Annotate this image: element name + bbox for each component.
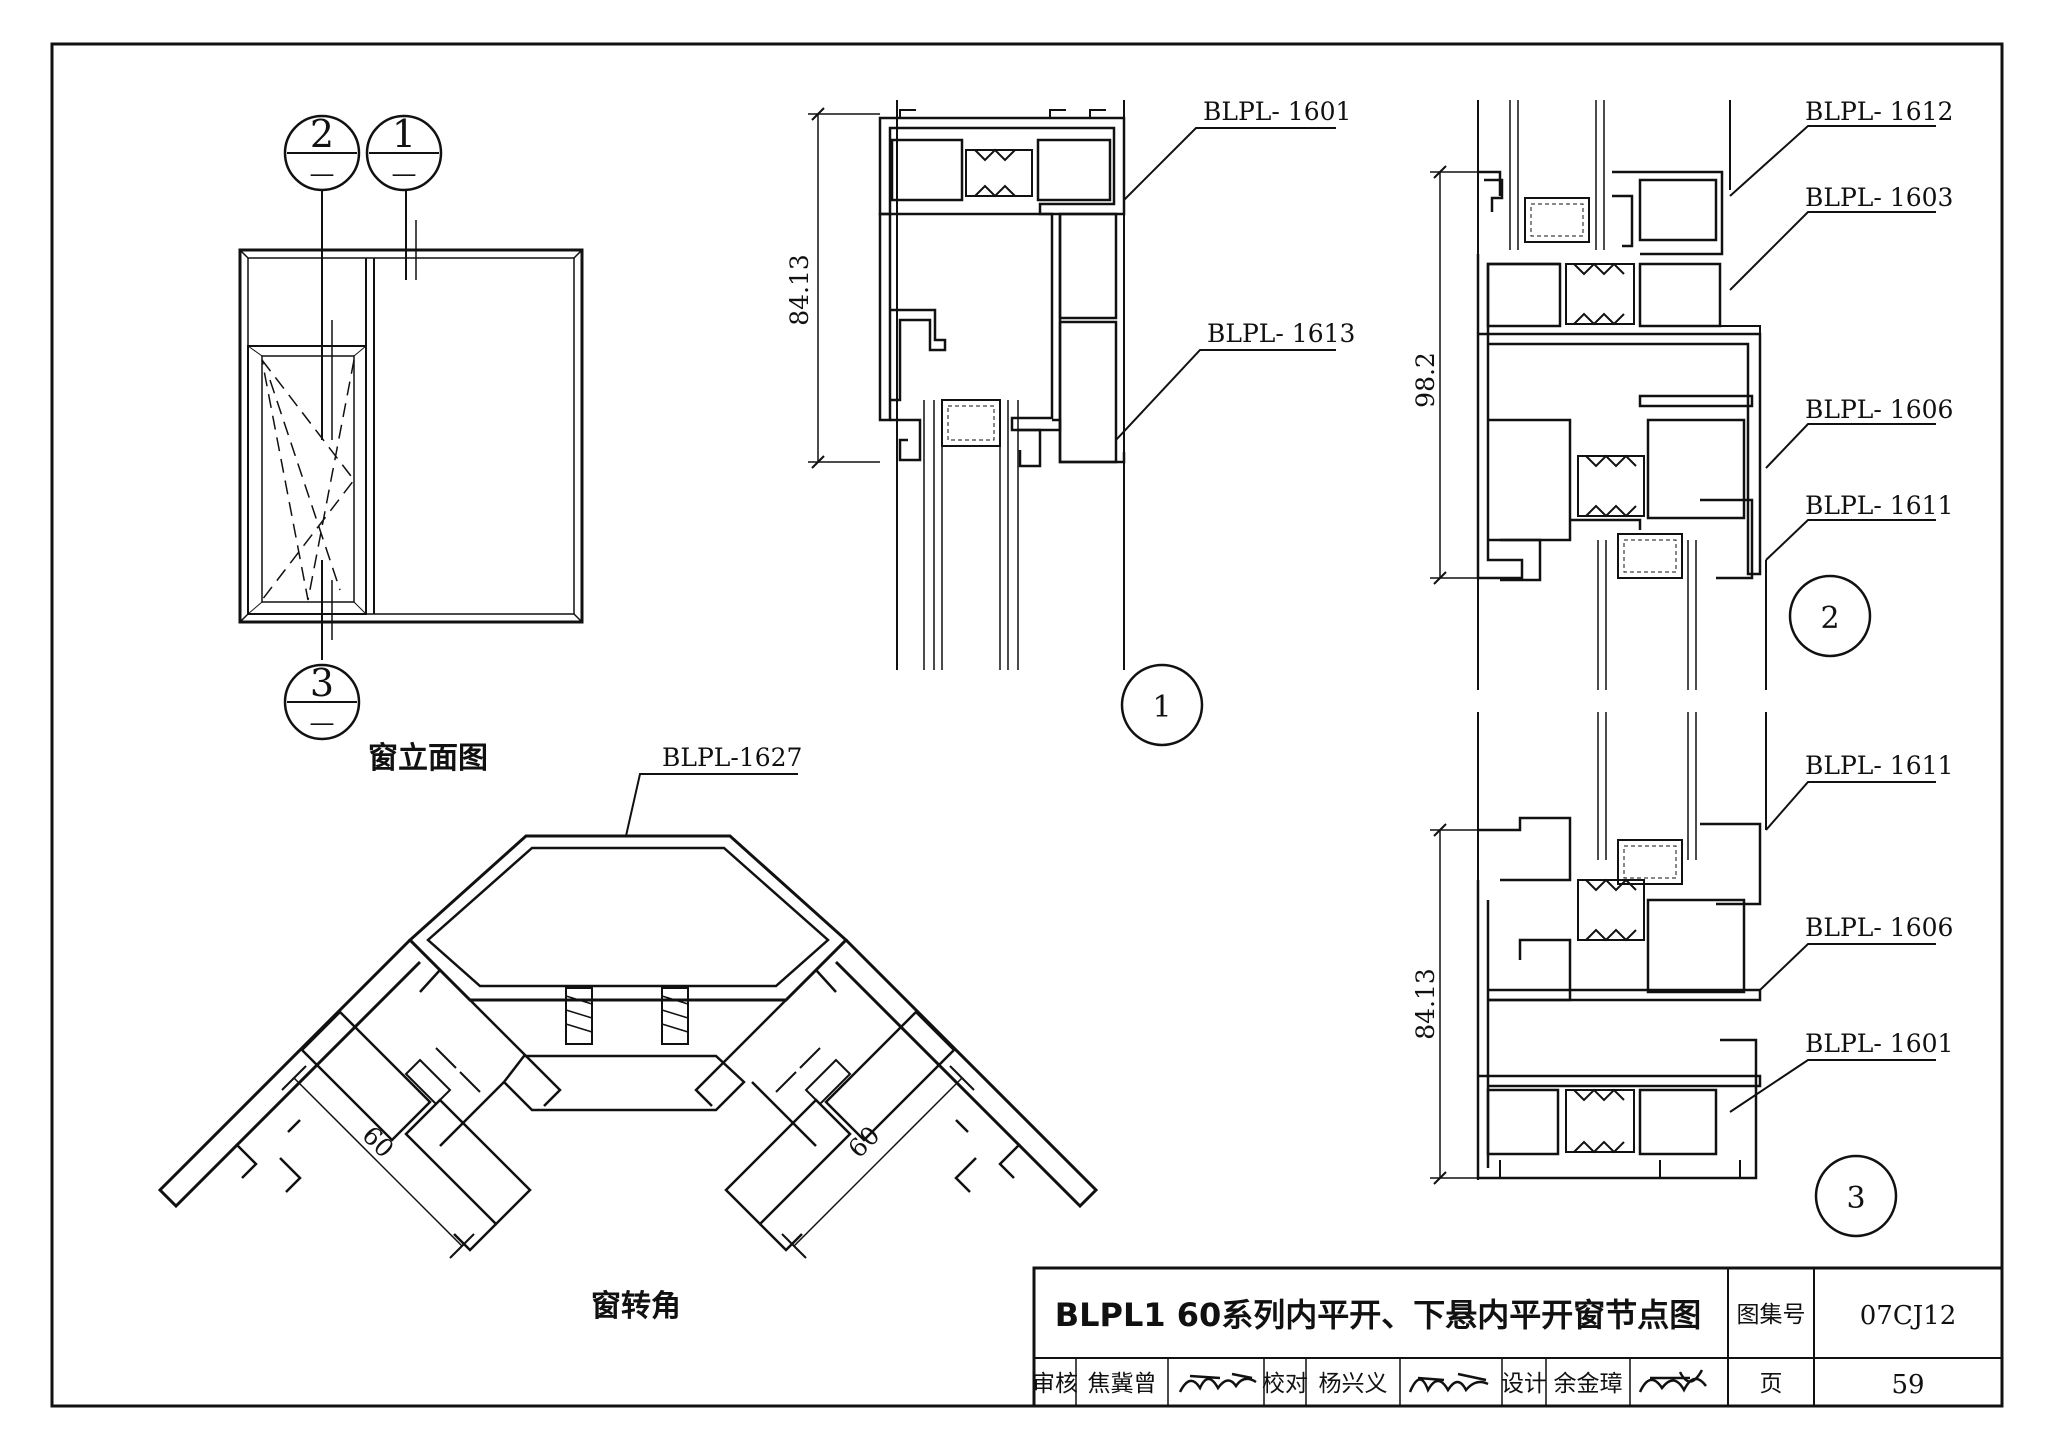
section-1-profile-1613: BLPL- 1613	[1207, 319, 1355, 348]
section-2-profile-1603: BLPL- 1603	[1805, 183, 1953, 212]
section-1-profile-1601: BLPL- 1601	[1203, 97, 1351, 126]
corner-caption: 窗转角	[591, 1289, 681, 1324]
section-1-number: 1	[1120, 663, 1204, 747]
section-2-number: 2	[1788, 574, 1872, 658]
svg-text:—: —	[310, 159, 335, 188]
designer-signature	[1638, 1369, 1707, 1393]
svg-text:2: 2	[310, 112, 334, 156]
section-2-dimension: 98.2	[1411, 352, 1440, 408]
drawing-title: BLPL1 60系列内平开、下悬内平开窗节点图	[1055, 1296, 1702, 1334]
svg-text:—: —	[310, 708, 335, 737]
svg-text:3: 3	[1846, 1181, 1865, 1216]
page-number: 59	[1891, 1370, 1924, 1400]
section-mark-2: 2 —	[283, 112, 361, 192]
section-3-drawing	[1430, 712, 1936, 1185]
reviewer-signature	[1178, 1372, 1257, 1393]
section-3-profile-1606: BLPL- 1606	[1805, 913, 1953, 942]
window-corner-drawing	[157, 773, 1099, 1259]
check-label: 校对	[1262, 1371, 1308, 1397]
checker-name: 杨兴义	[1319, 1371, 1388, 1397]
svg-text:1: 1	[392, 112, 416, 156]
section-1-dimension: 84.13	[785, 254, 814, 326]
section-3-number: 3	[1814, 1154, 1898, 1238]
corner-dim-right: 60	[842, 1120, 885, 1163]
elevation-caption: 窗立面图	[368, 741, 488, 776]
section-2-drawing	[1430, 100, 1936, 690]
section-3-profile-1601: BLPL- 1601	[1805, 1029, 1953, 1058]
section-2-profile-1612: BLPL- 1612	[1805, 97, 1953, 126]
svg-text:3: 3	[310, 661, 334, 705]
svg-text:2: 2	[1820, 601, 1839, 636]
svg-text:1: 1	[1152, 690, 1171, 725]
designer-name: 余金璋	[1554, 1371, 1623, 1397]
page-label: 页	[1760, 1371, 1783, 1397]
checker-signature	[1408, 1372, 1489, 1394]
svg-text:—: —	[392, 159, 417, 188]
corner-profile-label: BLPL-1627	[662, 743, 802, 772]
section-2-profile-1606: BLPL- 1606	[1805, 395, 1953, 424]
window-elevation	[238, 190, 584, 660]
reviewer-name: 焦冀曾	[1088, 1371, 1157, 1397]
section-1-drawing	[808, 100, 1336, 670]
section-3-profile-1611: BLPL- 1611	[1805, 751, 1953, 780]
section-mark-3: 3 —	[283, 661, 361, 741]
sheet-border	[50, 42, 2004, 1408]
atlas-number: 07CJ12	[1860, 1301, 1956, 1331]
section-3-dimension: 84.13	[1411, 968, 1440, 1040]
atlas-label: 图集号	[1737, 1302, 1806, 1328]
section-mark-1: 1 —	[365, 112, 443, 192]
section-2-profile-1611: BLPL- 1611	[1805, 491, 1953, 520]
review-label: 审核	[1032, 1371, 1078, 1397]
design-label: 设计	[1501, 1371, 1547, 1397]
corner-dim-left: 60	[357, 1120, 400, 1163]
